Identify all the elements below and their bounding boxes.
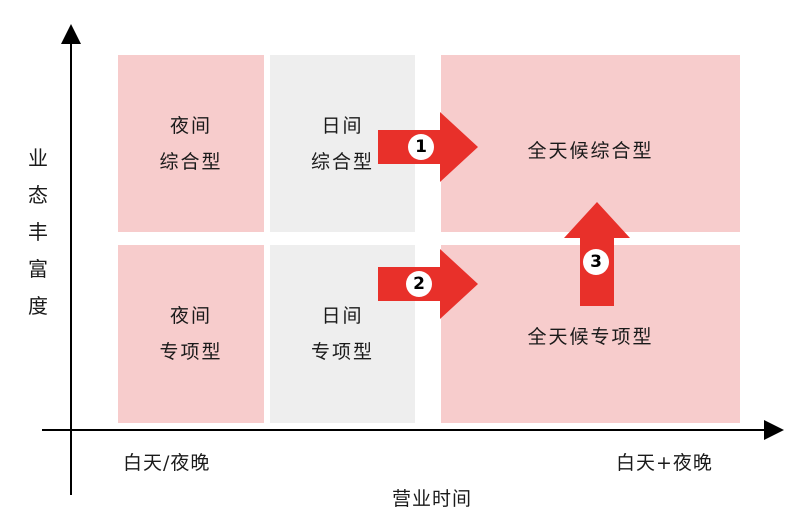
y-axis-char: 度 — [28, 294, 48, 318]
night-special-line1: 夜间 — [169, 305, 212, 327]
night-special-box: 夜间 专项型 — [118, 245, 264, 423]
day-composite-line1: 日间 — [321, 114, 364, 137]
y-axis-char: 业 — [28, 146, 48, 170]
allday-composite-box: 全天候综合型 — [441, 55, 740, 232]
y-axis-char: 态 — [28, 183, 48, 207]
day-composite-line2: 综合型 — [310, 150, 374, 173]
arrow-3-badge: 3 — [583, 249, 609, 275]
night-composite-line2: 综合型 — [159, 150, 223, 173]
allday-special-label: 全天候专项型 — [527, 326, 654, 348]
x-axis-title: 营业时间 — [392, 488, 473, 510]
y-axis-char: 富 — [28, 257, 48, 281]
allday-composite-label: 全天候综合型 — [527, 140, 654, 162]
arrow-1-badge: 1 — [408, 134, 434, 160]
x-axis-right-label: 白天+夜晚 — [616, 452, 713, 474]
arrow-2-badge: 2 — [406, 271, 432, 297]
day-special-line1: 日间 — [321, 305, 364, 327]
night-composite-box: 夜间 综合型 — [118, 55, 264, 232]
day-special-box: 日间 专项型 — [270, 245, 415, 423]
night-composite-line1: 夜间 — [169, 114, 212, 137]
night-special-line2: 专项型 — [159, 341, 223, 363]
y-axis-char: 丰 — [28, 220, 48, 244]
y-axis-label: 业 态 丰 富 度 — [26, 140, 50, 325]
day-special-line2: 专项型 — [310, 341, 374, 363]
x-axis-left-label: 白天/夜晚 — [123, 452, 211, 474]
